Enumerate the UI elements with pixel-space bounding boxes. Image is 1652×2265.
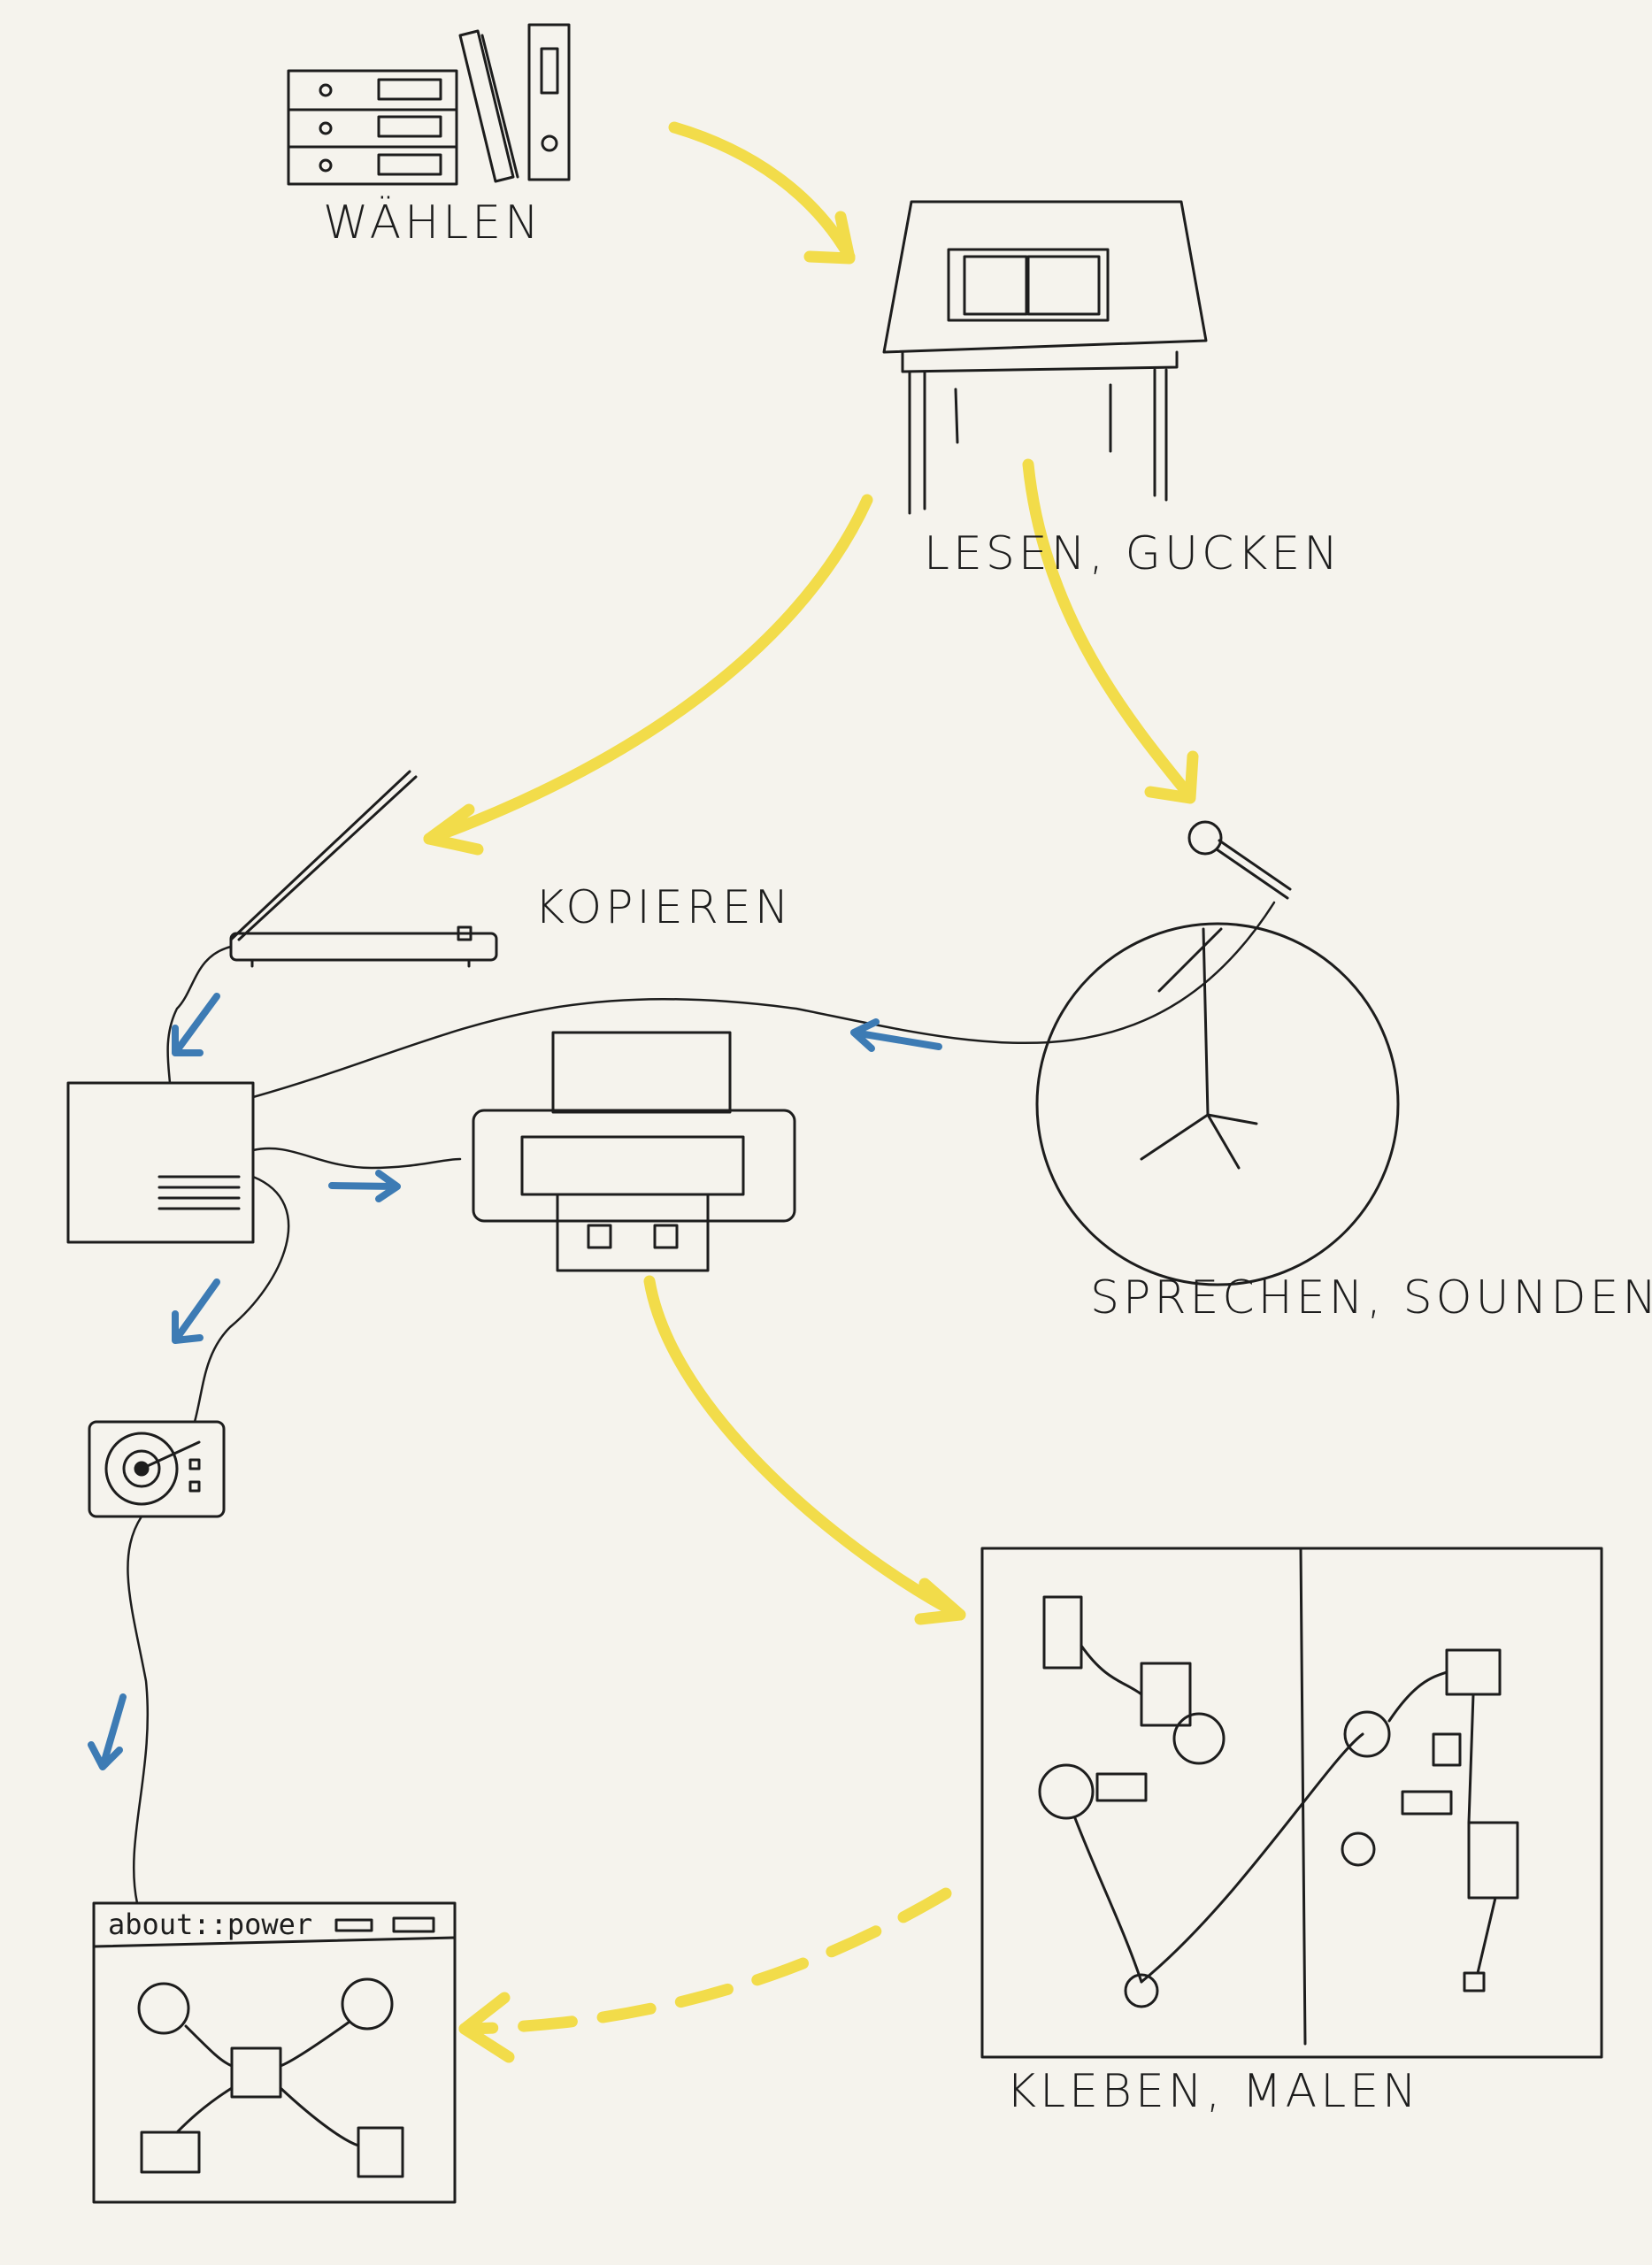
arrow-read-to-speak bbox=[1022, 458, 1196, 802]
cables bbox=[127, 901, 1276, 1905]
arrow-glue-to-window bbox=[458, 1887, 952, 2035]
computer-box-icon bbox=[66, 1081, 255, 1244]
label-read: LESEN, GUCKEN bbox=[924, 527, 1342, 580]
microphone-stand-icon bbox=[1035, 820, 1400, 1286]
label-choose: WÄHLEN bbox=[323, 196, 542, 250]
speaker-icon bbox=[88, 1420, 226, 1518]
about-power-window bbox=[92, 1901, 457, 2204]
flow-arrows bbox=[423, 121, 1199, 2063]
reading-desk-icon bbox=[882, 200, 1208, 515]
scanner-icon bbox=[229, 770, 498, 968]
books-icon bbox=[287, 23, 571, 186]
label-copy: KOPIEREN bbox=[534, 881, 793, 934]
label-speak: SPRECHEN, SOUNDEN bbox=[1090, 1271, 1652, 1324]
arrow-read-to-copy bbox=[423, 494, 873, 845]
label-glue: KLEBEN, MALEN bbox=[1006, 2065, 1420, 2118]
collage-board-icon bbox=[980, 1547, 1603, 2059]
printer-icon bbox=[472, 1031, 796, 1272]
window-title: about::power bbox=[108, 1908, 313, 1941]
arrow-print-to-glue bbox=[643, 1275, 966, 1621]
signal-arrows bbox=[88, 993, 942, 1770]
arrow-choose-to-read bbox=[668, 121, 856, 263]
